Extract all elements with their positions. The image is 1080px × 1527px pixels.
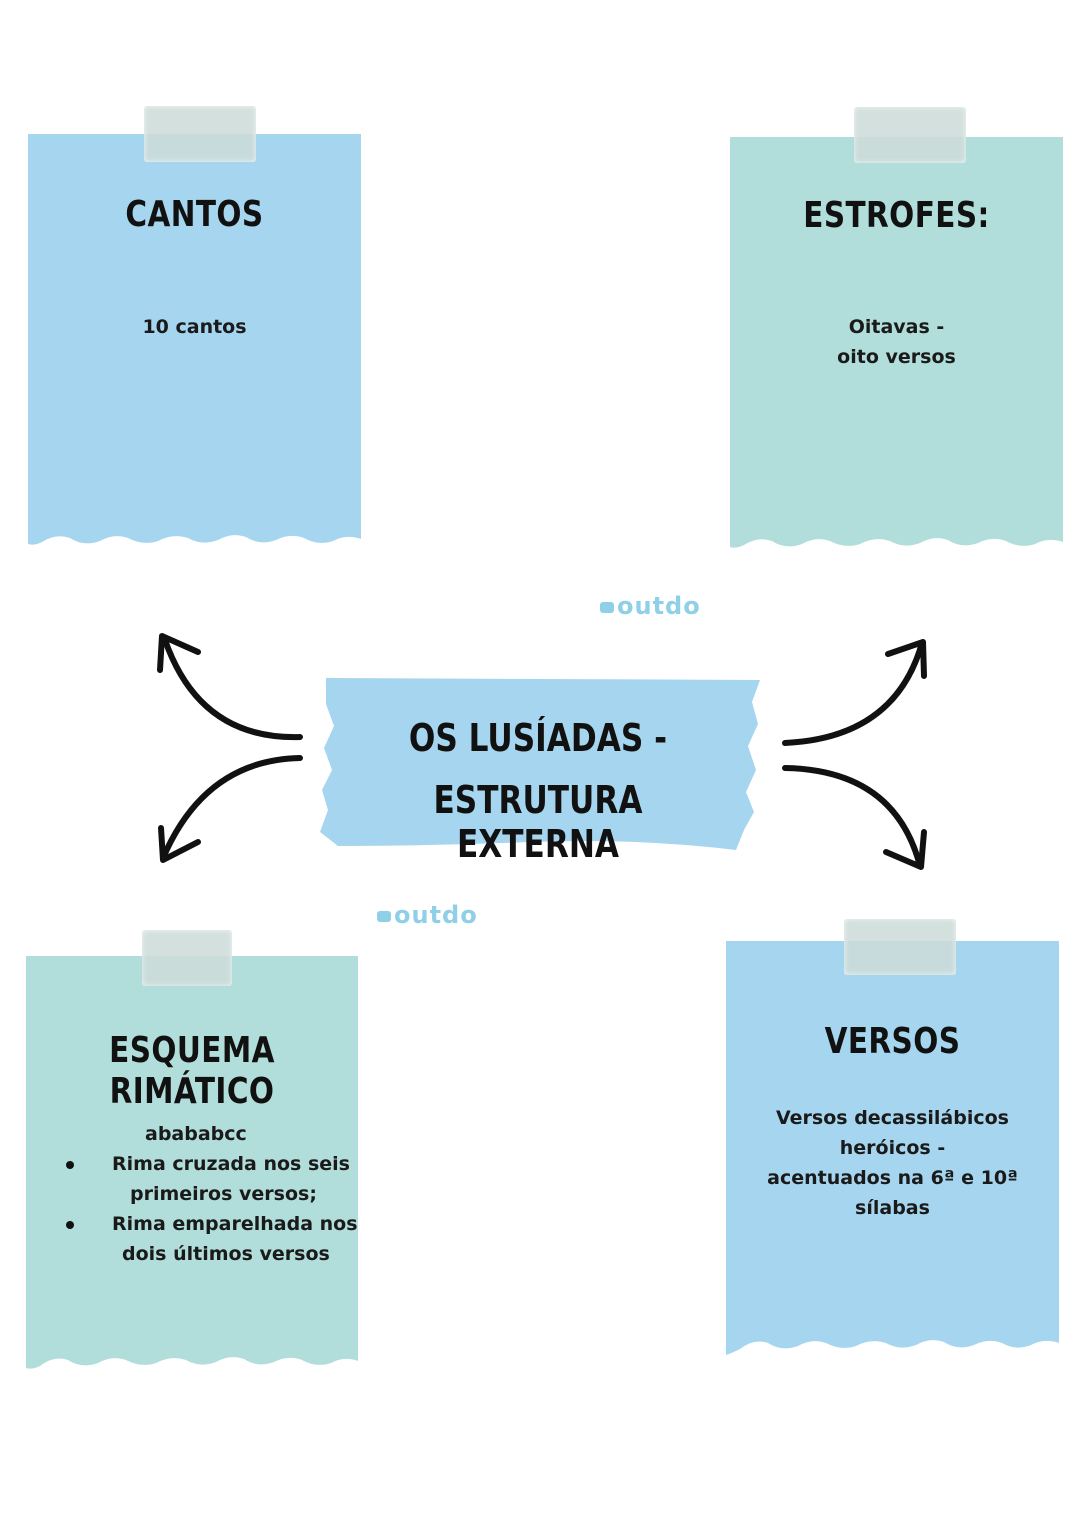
card-estrofes-paper: [730, 137, 1063, 548]
center-label-paper: [320, 678, 760, 850]
tape-strip: [854, 107, 966, 163]
bullet-dot: [66, 1161, 74, 1169]
tape-strip: [844, 919, 956, 975]
watermark-text: outdo: [394, 901, 478, 929]
card-esquema: ESQUEMA RIMÁTICO abababcc Rima cruzada n…: [26, 930, 358, 1376]
arrow-head: [158, 825, 201, 863]
bullet-item: Rima cruzada nos seis primeiros versos;: [26, 1149, 358, 1209]
card-versos-body: Versos decassilábicos heróicos - acentua…: [726, 1103, 1059, 1223]
watermark-logo: outdo: [600, 592, 701, 620]
card-versos-paper: [726, 941, 1059, 1355]
arrow-head: [883, 829, 927, 870]
infinity-logo-icon: [600, 602, 614, 613]
bullet-dot: [66, 1221, 74, 1229]
infinity-logo-icon: [377, 911, 391, 922]
card-esquema-body: abababcc Rima cruzada nos seis primeiros…: [26, 1119, 358, 1269]
card-cantos-line: 10 cantos: [142, 316, 247, 338]
card-versos-title: VERSOS: [824, 1021, 961, 1062]
card-versos-line: acentuados na 6ª e 10ª: [767, 1167, 1018, 1189]
card-versos-line: Versos decassilábicos: [776, 1107, 1009, 1129]
card-estrofes: ESTROFES: Oitavas - oito versos: [730, 107, 1063, 557]
card-estrofes-title: ESTROFES:: [803, 195, 990, 236]
card-cantos: CANTOS 10 cantos: [28, 106, 361, 554]
arrow-to-cantos: [162, 637, 303, 741]
card-cantos-paper: [28, 134, 361, 545]
card-estrofes-body: Oitavas - oito versos: [730, 312, 1063, 372]
bullet-text: Rima cruzada nos seis: [112, 1153, 350, 1175]
card-esquema-title: ESQUEMA RIMÁTICO: [109, 1030, 275, 1112]
tape-strip: [144, 106, 256, 162]
arrow-to-versos: [782, 765, 923, 869]
arrow-to-esquema: [160, 755, 303, 861]
tape-strip: [142, 930, 232, 986]
center-title-line1: OS LUSÍADAS -: [408, 716, 668, 760]
card-estrofes-line: oito versos: [837, 346, 956, 368]
card-versos-line: sílabas: [855, 1197, 930, 1219]
center-title-line2: ESTRUTURA EXTERNA: [433, 778, 643, 866]
arrow-head: [885, 639, 927, 679]
card-estrofes-line: Oitavas -: [848, 316, 945, 338]
bullet-text: primeiros versos;: [130, 1183, 317, 1205]
rhyme-scheme: abababcc: [145, 1123, 247, 1145]
card-esquema-paper: [26, 956, 358, 1369]
bullet-text: Rima emparelhada nos: [112, 1213, 358, 1235]
card-cantos-title: CANTOS: [125, 194, 264, 235]
watermark-text: outdo: [617, 592, 701, 620]
arrow-to-estrofes: [782, 640, 925, 746]
card-versos: VERSOS Versos decassilábicos heróicos - …: [726, 919, 1059, 1361]
watermark-logo: outdo: [377, 901, 478, 929]
arrow-head: [157, 633, 201, 673]
bullet-item: Rima emparelhada nos dois últimos versos: [26, 1209, 358, 1269]
card-cantos-body: 10 cantos: [28, 312, 361, 342]
card-versos-line: heróicos -: [839, 1137, 946, 1159]
bullet-text: dois últimos versos: [122, 1243, 330, 1265]
